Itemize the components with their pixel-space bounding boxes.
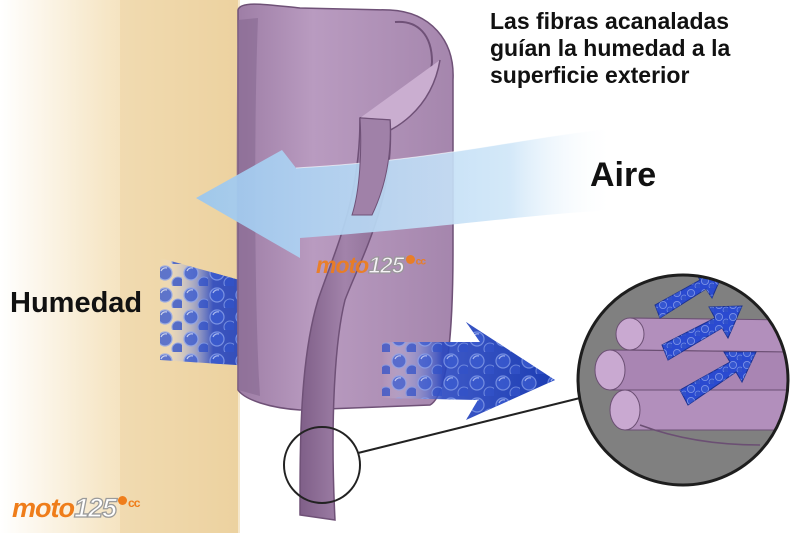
- zoom-connector: [357, 397, 581, 454]
- watermark-logo-corner: moto125 cc: [12, 492, 141, 524]
- watermark-number: 125: [368, 251, 406, 278]
- watermark-cc: cc: [128, 496, 140, 510]
- caption-text: Las fibras acanaladas guían la humedad a…: [490, 8, 731, 88]
- zoom-source-circle: [283, 426, 361, 504]
- wicking-arrow-icon: [654, 275, 757, 406]
- air-arrow-icon: [196, 128, 615, 258]
- air-label: Aire: [590, 156, 657, 194]
- watermark-logo-center: moto125 cc: [316, 251, 426, 279]
- moisture-arrow-icon: [382, 322, 555, 420]
- watermark-moto: moto: [12, 493, 75, 523]
- watermark-moto: moto: [316, 252, 369, 278]
- watermark-dot-icon: [118, 496, 128, 505]
- moisture-label: Humedad: [10, 287, 143, 319]
- watermark-dot-icon: [405, 255, 415, 264]
- watermark-number: 125: [73, 492, 117, 523]
- fiber-front-edge: [351, 117, 391, 216]
- magnifier-icon: [576, 273, 790, 487]
- watermark-cc: cc: [415, 256, 426, 268]
